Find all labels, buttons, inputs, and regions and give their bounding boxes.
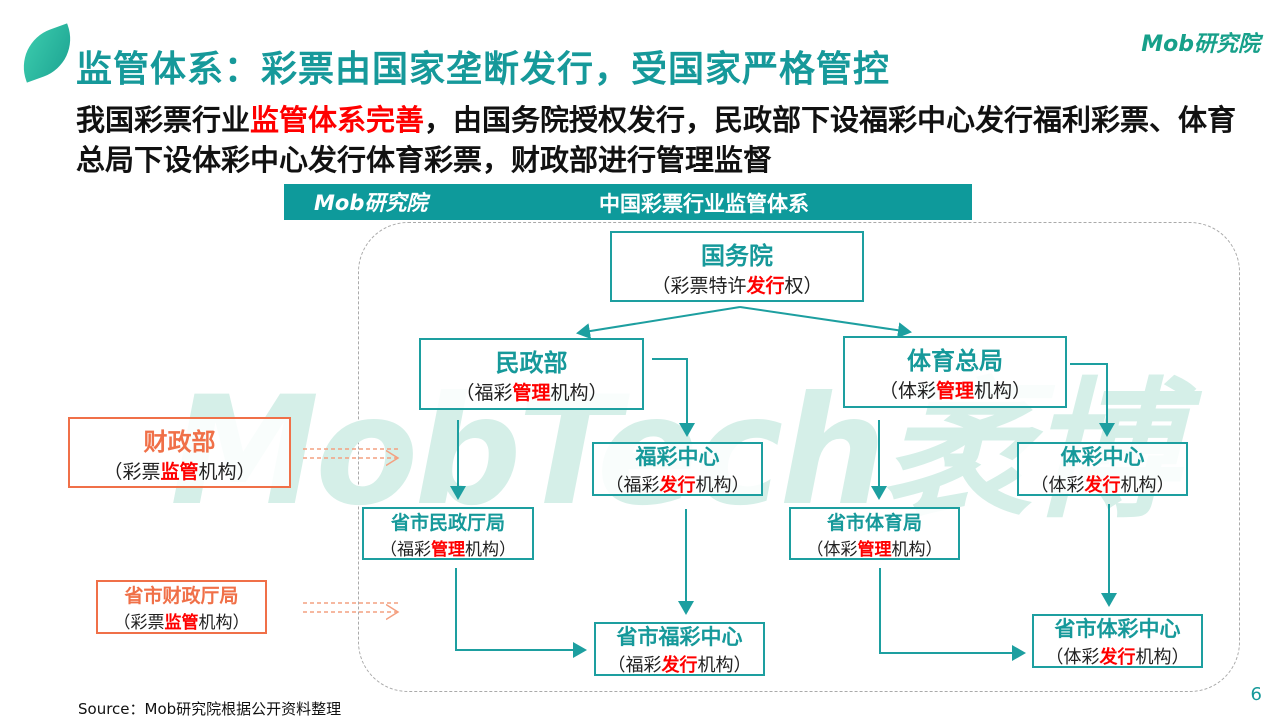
diagram-frame: [358, 222, 1240, 692]
box-shengshitiyu: 省市体育局 （体彩管理机构）: [789, 507, 960, 560]
box-desc: （彩票监管机构）: [113, 613, 250, 633]
box-caizhengbu: 财政部 （彩票监管机构）: [68, 417, 291, 488]
box-title: 福彩中心: [635, 445, 720, 469]
summary-pre: 我国彩票行业: [76, 103, 251, 137]
arrow-to-tiyuzongju: [739, 306, 912, 339]
banner-logo: Mob研究院: [314, 191, 428, 215]
brand-logo: Mob研究院: [1141, 32, 1260, 57]
source-note: Source：Mob研究院根据公开资料整理: [78, 700, 342, 718]
summary-post: ，由国务院授权发行，民政部下设福彩中心发行福利彩票、体育总局下设体彩中心发行体育…: [76, 103, 1237, 177]
box-minzhengbu: 民政部 （福彩管理机构）: [419, 338, 644, 410]
box-title: 民政部: [495, 349, 568, 377]
dashed-arrow-caizhengbu: [303, 449, 398, 458]
box-title: 体育总局: [907, 347, 1003, 375]
dashed-arrow-shengshicaizheng: [303, 603, 398, 612]
box-shengshifucai: 省市福彩中心 （福彩发行机构）: [594, 622, 765, 676]
box-fucaizhongxin: 福彩中心 （福彩发行机构）: [592, 442, 763, 496]
box-title: 省市财政厅局: [124, 585, 239, 607]
box-desc: （福彩发行机构）: [605, 475, 750, 496]
box-title: 省市体育局: [826, 511, 922, 534]
box-desc: （彩票特许发行权）: [651, 274, 823, 297]
arrow-to-fucaizhongxin: [652, 358, 695, 437]
box-desc: （体彩管理机构）: [806, 539, 943, 560]
summary-text: 我国彩票行业监管体系完善，由国务院授权发行，民政部下设福彩中心发行福利彩票、体育…: [76, 100, 1246, 180]
box-title: 财政部: [143, 427, 216, 456]
page-number: 6: [1250, 684, 1262, 705]
box-guowuyuan: 国务院 （彩票特许发行权）: [610, 231, 864, 302]
box-desc: （体彩管理机构）: [878, 380, 1032, 402]
summary-highlight: 监管体系完善: [250, 103, 425, 137]
box-shengshiminzheng: 省市民政厅局 （福彩管理机构）: [362, 507, 534, 560]
box-title: 体彩中心: [1060, 445, 1145, 469]
banner-title: 中国彩票行业监管体系: [599, 192, 809, 216]
box-desc: （体彩发行机构）: [1045, 647, 1190, 668]
box-title: 省市民政厅局: [390, 511, 505, 534]
arrow-to-minzhengbu: [576, 306, 741, 339]
box-title: 省市福彩中心: [616, 625, 743, 649]
box-title: 省市体彩中心: [1054, 617, 1181, 641]
box-tiyuzongju: 体育总局 （体彩管理机构）: [843, 336, 1067, 408]
box-title: 国务院: [701, 241, 773, 270]
box-ticaizhongxin: 体彩中心 （体彩发行机构）: [1017, 442, 1188, 496]
box-shengshicaizheng: 省市财政厅局 （彩票监管机构）: [96, 580, 267, 634]
box-desc: （福彩发行机构）: [607, 655, 752, 676]
box-desc: （福彩管理机构）: [380, 539, 516, 560]
diagram-banner: Mob研究院 中国彩票行业监管体系: [284, 184, 972, 220]
arrow-to-ticaizhongxin: [1070, 363, 1115, 437]
box-desc: （体彩发行机构）: [1030, 475, 1175, 496]
box-desc: （彩票监管机构）: [103, 460, 256, 483]
box-shengshiticai: 省市体彩中心 （体彩发行机构）: [1032, 614, 1203, 668]
arrow-tiyu-to-ticai: [879, 568, 1026, 661]
arrow-minzheng-to-fucai: [455, 568, 587, 658]
page-title: 监管体系：彩票由国家垄断发行，受国家严格管控: [76, 49, 891, 90]
box-desc: （福彩管理机构）: [455, 382, 608, 404]
